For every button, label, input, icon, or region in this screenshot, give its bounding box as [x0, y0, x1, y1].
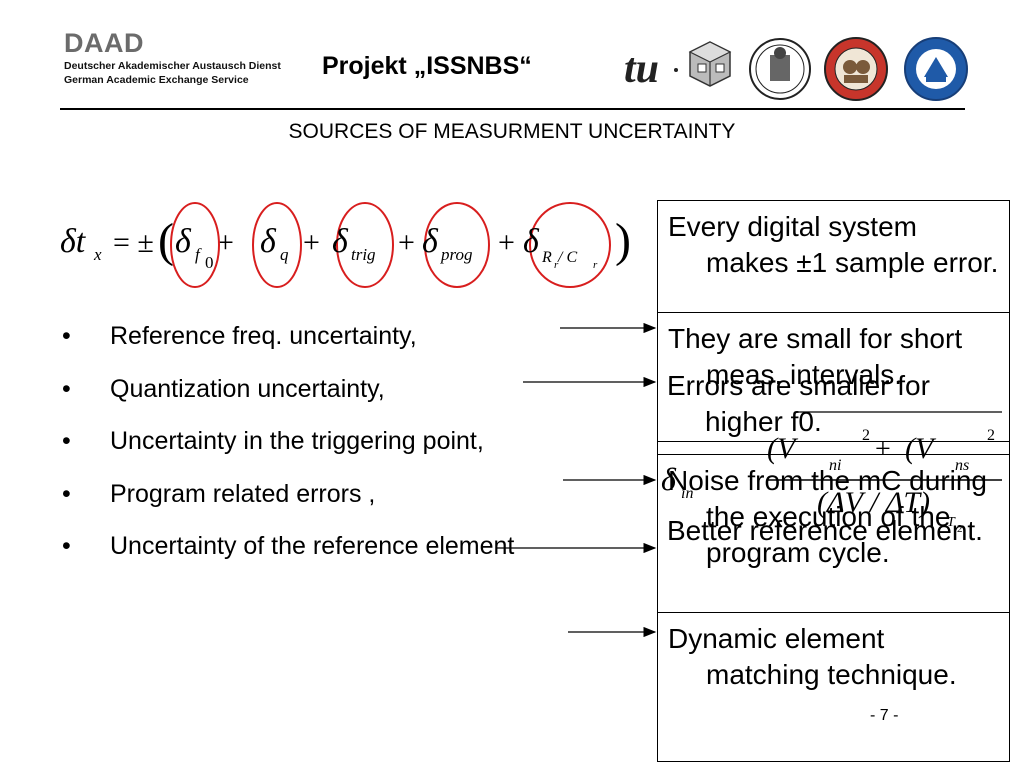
formula-plus-1: + — [217, 226, 234, 259]
project-title: Projekt „ISSNBS“ — [322, 52, 532, 80]
term-f0-sub2: 0 — [205, 253, 214, 272]
note-box-short-intervals: They are small for short meas. intervals… — [657, 312, 1010, 442]
formula-plus-4: + — [498, 226, 515, 259]
bullet-text: Quantization uncertainty, — [110, 374, 385, 403]
term-trig-sub: trig — [351, 245, 376, 264]
note-box-better-reference: Better reference element. — [657, 505, 1010, 605]
note-text: Errors are smaller for higher f0. — [667, 370, 930, 437]
list-item: •Uncertainty of the reference element — [62, 532, 515, 560]
term-q-sub: q — [280, 245, 289, 264]
noise-formula-den: (ΔV / ΔT) — [817, 486, 930, 519]
noise-formula-plus: + — [875, 434, 891, 465]
note-text: They are small for short meas. intervals… — [668, 323, 963, 390]
note-box-dynamic-matching: Dynamic element matching technique. — [657, 612, 1010, 762]
noise-formula-num-b-sub: ns — [955, 457, 969, 474]
noise-formula-den-sub: T — [947, 515, 956, 530]
term-trig-symbol: δ — [332, 223, 349, 260]
formula-equals: = ± — [113, 226, 154, 259]
term-circle-f0 — [170, 202, 220, 288]
noise-formula-sub: in — [681, 485, 693, 502]
noise-formula-left: δ — [661, 461, 677, 497]
formula-close-paren: ) — [615, 214, 631, 267]
term-q-symbol: δ — [260, 223, 277, 260]
partner-logos: tu — [624, 37, 968, 101]
bullet-text: Program related errors , — [110, 479, 376, 508]
list-item: •Quantization uncertainty, — [62, 374, 385, 403]
term-circle-rc — [529, 202, 611, 288]
page-number: - 7 - — [870, 707, 899, 724]
noise-formula-den-sub2: 2 — [957, 523, 963, 535]
formula-plus-2: + — [303, 226, 320, 259]
term-rc-symbol: δ — [523, 223, 540, 260]
formula-lhs: δt — [60, 223, 87, 260]
term-circle-prog — [424, 202, 490, 288]
note-text: Every digital system makes ±1 sample err… — [668, 211, 999, 278]
term-rc-sub2: r — [554, 259, 559, 271]
note-box-noise: Noise from the mC during the execution o… — [657, 455, 1010, 640]
university-kragujevac-seal-icon — [904, 37, 968, 101]
noise-formula-exp-b: 2 — [987, 427, 995, 444]
term-f0-sub: f — [195, 245, 202, 264]
term-circle-q — [252, 202, 302, 288]
university-seal-icon — [749, 38, 811, 100]
note-text: Dynamic element matching technique. — [668, 623, 957, 690]
term-rc-sub3: / C — [557, 249, 577, 266]
term-prog-sub: prog — [440, 245, 473, 264]
bullet-text: Reference freq. uncertainty, — [110, 322, 417, 350]
header-divider — [60, 108, 965, 110]
list-item: •Reference freq. uncertainty, — [62, 322, 417, 350]
noise-formula-num-a: (V — [767, 432, 799, 465]
daad-subtitle-german: Deutscher Akademischer Austausch Dienst — [64, 60, 281, 72]
uncertainty-bullet-list: •Reference freq. uncertainty, •Quantizat… — [62, 310, 582, 573]
cube-logo-icon — [688, 41, 732, 87]
noise-formula-exp-a: 2 — [862, 427, 870, 444]
uncertainty-formula: δt x = ± ( ) + + + + δ f 0 δ q δ trig δ … — [60, 202, 631, 288]
noise-formula: δ in (V ni 2 + (V ns 2 (ΔV / ΔT) T 2 — [661, 411, 1002, 535]
daad-subtitle-english: German Academic Exchange Service — [64, 74, 249, 86]
university-nis-seal-icon — [824, 37, 888, 101]
term-prog-symbol: δ — [422, 223, 439, 260]
note-box-higher-f0: Errors are smaller for higher f0. — [657, 360, 1010, 455]
tu-logo-icon: tu — [624, 46, 678, 92]
noise-formula-num-a-sub: ni — [829, 457, 841, 474]
list-item: •Uncertainty in the triggering point, — [62, 427, 484, 455]
term-f0-symbol: δ — [175, 223, 192, 260]
formula-plus-3: + — [398, 226, 415, 259]
formula-lhs-sub: x — [93, 245, 102, 264]
note-text: Noise from the mC during the execution o… — [668, 465, 988, 568]
noise-formula-num-b: (V — [905, 432, 937, 465]
daad-logo-text: DAAD — [64, 28, 144, 58]
page-title: SOURCES OF MEASURMENT UNCERTAINTY — [288, 120, 736, 143]
list-item: •Program related errors , — [62, 479, 376, 508]
bullet-text: Uncertainty of the reference element — [110, 532, 515, 560]
term-circle-trig — [336, 202, 394, 288]
term-rc-sub4: r — [593, 259, 598, 271]
bullet-text: Uncertainty in the triggering point, — [110, 427, 484, 455]
svg-text:tu: tu — [624, 46, 659, 92]
term-rc-sub: R — [541, 249, 552, 266]
formula-open-paren: ( — [158, 214, 174, 267]
note-text: Better reference element. — [667, 515, 983, 546]
